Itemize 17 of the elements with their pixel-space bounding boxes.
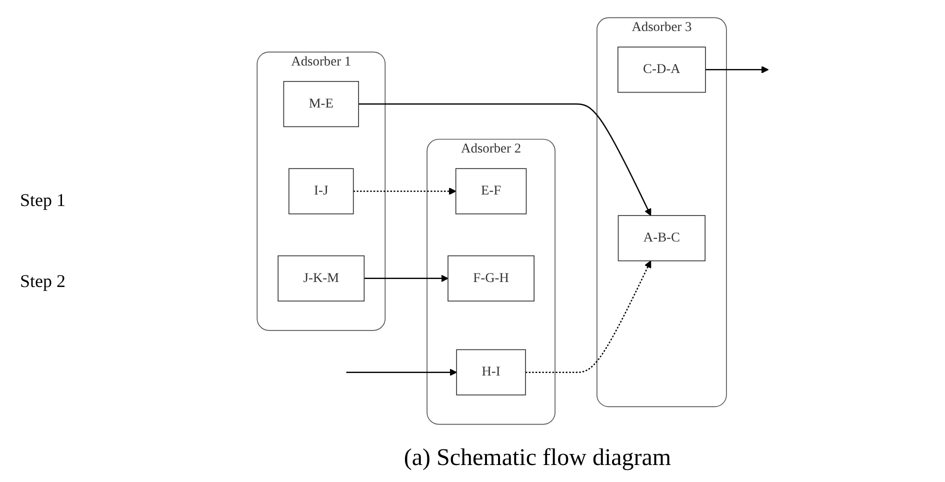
arrow <box>346 368 457 376</box>
step-label: Step 1 <box>20 190 67 211</box>
arrow <box>364 274 448 282</box>
node-box: I-J <box>288 168 354 214</box>
caption: (a) Schematic flow diagram <box>404 445 672 472</box>
step-label: Step 2 <box>20 271 67 292</box>
node-box: E-F <box>455 168 526 214</box>
arrow <box>525 260 651 372</box>
node-box: F-G-H <box>447 254 534 301</box>
node-box: J-K-M <box>277 254 364 301</box>
arrow <box>352 187 456 194</box>
node-box: M-E <box>282 80 359 127</box>
node-box: C-D-A <box>617 46 706 92</box>
node-box: A-B-C <box>617 214 706 261</box>
arrow <box>705 66 768 73</box>
node-box: H-I <box>456 348 526 395</box>
arrow <box>358 102 651 216</box>
